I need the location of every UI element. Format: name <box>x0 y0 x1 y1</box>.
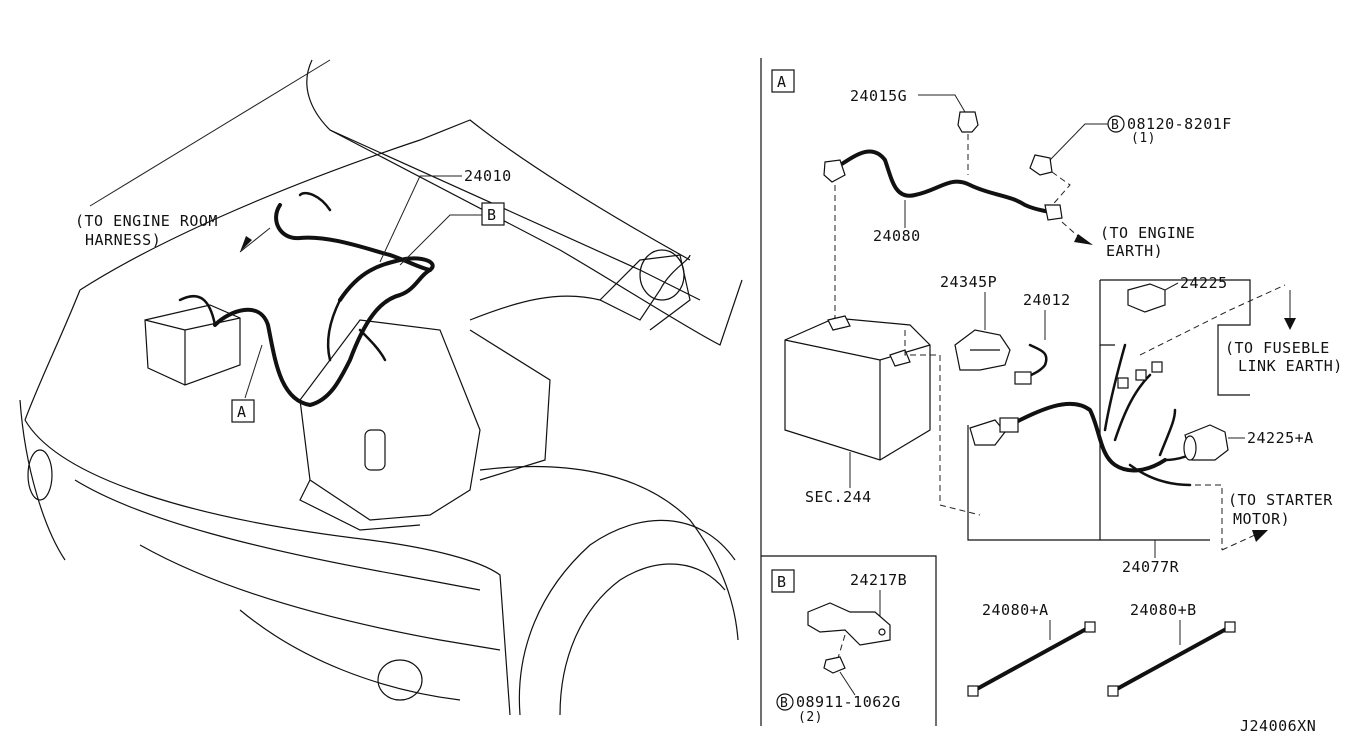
arrow-down-icon <box>1284 318 1296 330</box>
panel-b-title: B <box>777 573 787 591</box>
arrow-icon <box>1074 234 1093 245</box>
label-to-engine-earth-1: (TO ENGINE <box>1100 224 1195 242</box>
fuse-24225 <box>1127 283 1166 313</box>
bracket-24217b <box>807 602 891 646</box>
terminal-24080 <box>823 159 846 183</box>
label-bolt-08911-qty: (2) <box>798 710 823 725</box>
panel-b-title-box <box>771 569 795 593</box>
label-to-fusible-1: (TO FUSEBLE <box>1225 339 1330 357</box>
arrow-icon <box>240 236 252 252</box>
label-24080b: 24080+B <box>1130 601 1197 619</box>
label-24225: 24225 <box>1180 274 1228 292</box>
panel-b: B 24217B B 08911-1062G (2) <box>771 569 907 725</box>
ref-a-box[interactable] <box>231 399 255 423</box>
terminal-24080-end <box>1044 204 1063 221</box>
label-24012: 24012 <box>1023 291 1071 309</box>
ref-a-label: A <box>237 403 247 421</box>
terminal-24077r <box>969 419 1006 446</box>
label-to-fusible-2: LINK EARTH) <box>1238 357 1343 375</box>
callout-24010: 24010 <box>464 167 512 185</box>
label-to-starter-2: MOTOR) <box>1233 510 1290 528</box>
bolt-marker-a-text: B <box>1111 118 1119 133</box>
ref-b-label: B <box>487 206 497 224</box>
label-24080a: 24080+A <box>982 601 1049 619</box>
panel-a-title: A <box>777 73 787 91</box>
bolt-marker-b-text: B <box>780 696 788 711</box>
label-bolt-08911: 08911-1062G <box>796 693 901 711</box>
clip-24015g <box>957 111 979 133</box>
label-to-starter-1: (TO STARTER <box>1228 491 1333 509</box>
vehicle-front-view: 24010 B A (TO ENGINE ROOM HARNESS) <box>19 59 743 716</box>
label-24077r: 24077R <box>1122 558 1180 576</box>
panel-a-title-box <box>771 69 795 93</box>
panel-a: A 24015G B 08120-8201F (1) 24080 (TO ENG… <box>771 69 1343 576</box>
bolt-08120-icon <box>1029 154 1053 176</box>
note-engine-room-2: HARNESS) <box>85 231 161 249</box>
ref-b-box[interactable] <box>481 202 505 226</box>
arrow-icon <box>1252 530 1268 542</box>
label-24015g: 24015G <box>850 87 907 105</box>
bolt-08911-icon <box>823 656 846 674</box>
terminal-24012 <box>1014 371 1032 385</box>
label-to-engine-earth-2: EARTH) <box>1106 242 1163 260</box>
panel-frames <box>760 58 937 726</box>
loose-parts: 24080+A 24080+B <box>967 601 1236 697</box>
label-bolt-08120-qty: (1) <box>1131 131 1156 146</box>
label-24345p: 24345P <box>940 273 997 291</box>
bolt-marker-b <box>776 693 794 711</box>
label-24080: 24080 <box>873 227 921 245</box>
note-engine-room-1: (TO ENGINE ROOM <box>75 212 218 230</box>
label-24217b: 24217B <box>850 571 907 589</box>
battery-icon <box>784 317 931 461</box>
label-bolt-08120: 08120-8201F <box>1127 115 1232 133</box>
label-24225a: 24225+A <box>1247 429 1314 447</box>
label-sec-244: SEC.244 <box>805 488 872 506</box>
diagram-id: J24006XN <box>1240 717 1316 735</box>
